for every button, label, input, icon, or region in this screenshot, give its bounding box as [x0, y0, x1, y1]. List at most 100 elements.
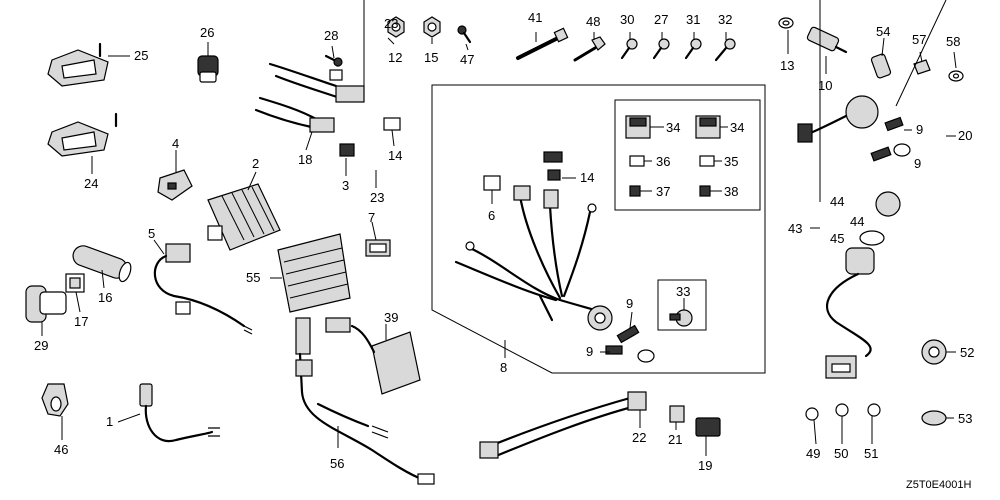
- callout-21[interactable]: 21: [668, 432, 682, 447]
- callout-15[interactable]: 15: [424, 50, 438, 65]
- callout-10[interactable]: 10: [818, 78, 832, 93]
- rubber-mount-24[interactable]: [47, 112, 118, 157]
- regulator-2[interactable]: [207, 183, 281, 251]
- callout-39[interactable]: 39: [384, 310, 398, 325]
- callout-34-left[interactable]: 34: [666, 120, 680, 135]
- callout-24[interactable]: 24: [84, 176, 98, 191]
- bolt-27[interactable]: [652, 38, 670, 60]
- bolt-30[interactable]: [620, 38, 638, 60]
- callout-37[interactable]: 37: [656, 184, 670, 199]
- callout-9-harness-lower[interactable]: 9: [586, 344, 593, 359]
- callout-16[interactable]: 16: [98, 290, 112, 305]
- inverter-55[interactable]: [277, 233, 351, 355]
- callout-12[interactable]: 12: [388, 50, 402, 65]
- cdi-unit-39[interactable]: [325, 317, 421, 395]
- band-51[interactable]: [867, 403, 881, 417]
- washer-58[interactable]: [948, 70, 964, 82]
- bolt-48[interactable]: [573, 36, 606, 62]
- callout-9-harness-upper[interactable]: 9: [626, 296, 633, 311]
- callout-35[interactable]: 35: [724, 154, 738, 169]
- key-9-upper[interactable]: [616, 324, 640, 344]
- band-49[interactable]: [805, 407, 819, 421]
- oil-sensor-10[interactable]: [806, 26, 848, 54]
- harness-56[interactable]: [295, 352, 435, 485]
- connector-7[interactable]: [365, 239, 391, 257]
- callout-18[interactable]: 18: [298, 152, 312, 167]
- callout-7[interactable]: 7: [368, 210, 375, 225]
- grommet-29[interactable]: [25, 285, 67, 323]
- callout-48[interactable]: 48: [586, 14, 600, 29]
- key-cap-33[interactable]: [669, 309, 693, 327]
- tube-16[interactable]: [70, 243, 133, 283]
- callout-52[interactable]: 52: [960, 345, 974, 360]
- callout-38[interactable]: 38: [724, 184, 738, 199]
- collar-nut-15[interactable]: [423, 16, 441, 38]
- callout-28[interactable]: 28: [324, 28, 338, 43]
- callout-4[interactable]: 4: [172, 136, 179, 151]
- callout-44-lower[interactable]: 44: [850, 214, 864, 229]
- bolt-31[interactable]: [684, 38, 702, 60]
- connector-4[interactable]: [157, 169, 193, 201]
- callout-56[interactable]: 56: [330, 456, 344, 471]
- terminal-35[interactable]: [699, 155, 715, 167]
- terminal-6[interactable]: [483, 175, 501, 191]
- callout-54[interactable]: 54: [876, 24, 890, 39]
- callout-5[interactable]: 5: [148, 226, 155, 241]
- callout-30[interactable]: 30: [620, 12, 634, 27]
- callout-22[interactable]: 22: [632, 430, 646, 445]
- bolt-41[interactable]: [516, 27, 569, 60]
- coupler-34-right[interactable]: [695, 115, 721, 139]
- terminal-14-upper[interactable]: [383, 117, 401, 131]
- callout-32[interactable]: 32: [718, 12, 732, 27]
- harness-22[interactable]: [479, 391, 647, 459]
- callout-47[interactable]: 47: [460, 52, 474, 67]
- harness-5[interactable]: [153, 243, 253, 335]
- callout-31[interactable]: 31: [686, 12, 700, 27]
- callout-17[interactable]: 17: [74, 314, 88, 329]
- terminal-36[interactable]: [629, 155, 645, 167]
- callout-1[interactable]: 1: [106, 414, 113, 429]
- terminal-37[interactable]: [629, 185, 641, 197]
- callout-49[interactable]: 49: [806, 446, 820, 461]
- switch-assembly-20[interactable]: [797, 95, 911, 162]
- callout-14-lower[interactable]: 14: [580, 170, 594, 185]
- callout-14-upper[interactable]: 14: [388, 148, 402, 163]
- coupler-34-left[interactable]: [625, 115, 651, 139]
- callout-23[interactable]: 23: [370, 190, 384, 205]
- callout-27[interactable]: 27: [654, 12, 668, 27]
- harness-23[interactable]: [268, 62, 365, 103]
- terminal-14-lower[interactable]: [543, 151, 563, 163]
- clamp-46[interactable]: [41, 383, 69, 417]
- switch-assembly-43[interactable]: [825, 191, 901, 379]
- callout-9-switch-lower[interactable]: 9: [914, 156, 921, 171]
- rubber-mount-25[interactable]: [47, 42, 109, 87]
- key-9-lower[interactable]: [605, 345, 655, 363]
- callout-29[interactable]: 29: [34, 338, 48, 353]
- callout-9-switch-upper[interactable]: 9: [916, 122, 923, 137]
- terminal-38[interactable]: [699, 185, 711, 197]
- callout-41[interactable]: 41: [528, 10, 542, 25]
- callout-58[interactable]: 58: [946, 34, 960, 49]
- callout-19[interactable]: 19: [698, 458, 712, 473]
- clip-17[interactable]: [65, 273, 85, 293]
- callout-25[interactable]: 25: [134, 48, 148, 63]
- knob-52[interactable]: [921, 339, 947, 365]
- callout-8[interactable]: 8: [500, 360, 507, 375]
- callout-50[interactable]: 50: [834, 446, 848, 461]
- cap-19[interactable]: [695, 417, 721, 437]
- callout-46[interactable]: 46: [54, 442, 68, 457]
- cap-26[interactable]: [197, 55, 219, 83]
- collar-nut-12[interactable]: [387, 16, 405, 38]
- callout-13[interactable]: 13: [780, 58, 794, 73]
- callout-51[interactable]: 51: [864, 446, 878, 461]
- callout-55[interactable]: 55: [246, 270, 260, 285]
- callout-45[interactable]: 45: [830, 231, 844, 246]
- callout-3[interactable]: 3: [342, 178, 349, 193]
- connector-21[interactable]: [669, 405, 685, 423]
- clamp-53[interactable]: [921, 410, 947, 426]
- ignition-switch-harness[interactable]: [587, 305, 613, 331]
- callout-20[interactable]: 20: [958, 128, 972, 143]
- callout-34-right[interactable]: 34: [730, 120, 744, 135]
- harness-18[interactable]: [254, 96, 335, 133]
- callout-36[interactable]: 36: [656, 154, 670, 169]
